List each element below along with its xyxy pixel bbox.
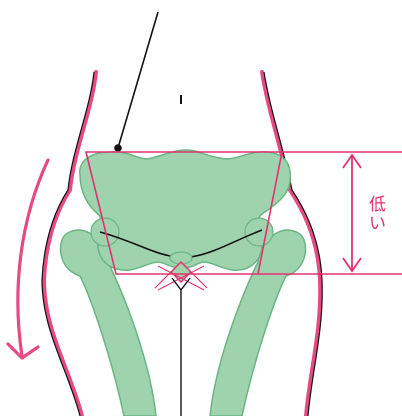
callout-leader-dot [114, 144, 122, 152]
leg-midline [172, 278, 190, 416]
downward-curved-arrow-head [8, 344, 38, 358]
height-label-char-2: い [369, 215, 386, 233]
callout-leader-line [118, 12, 158, 148]
height-label-char-1: 低 [369, 196, 386, 214]
